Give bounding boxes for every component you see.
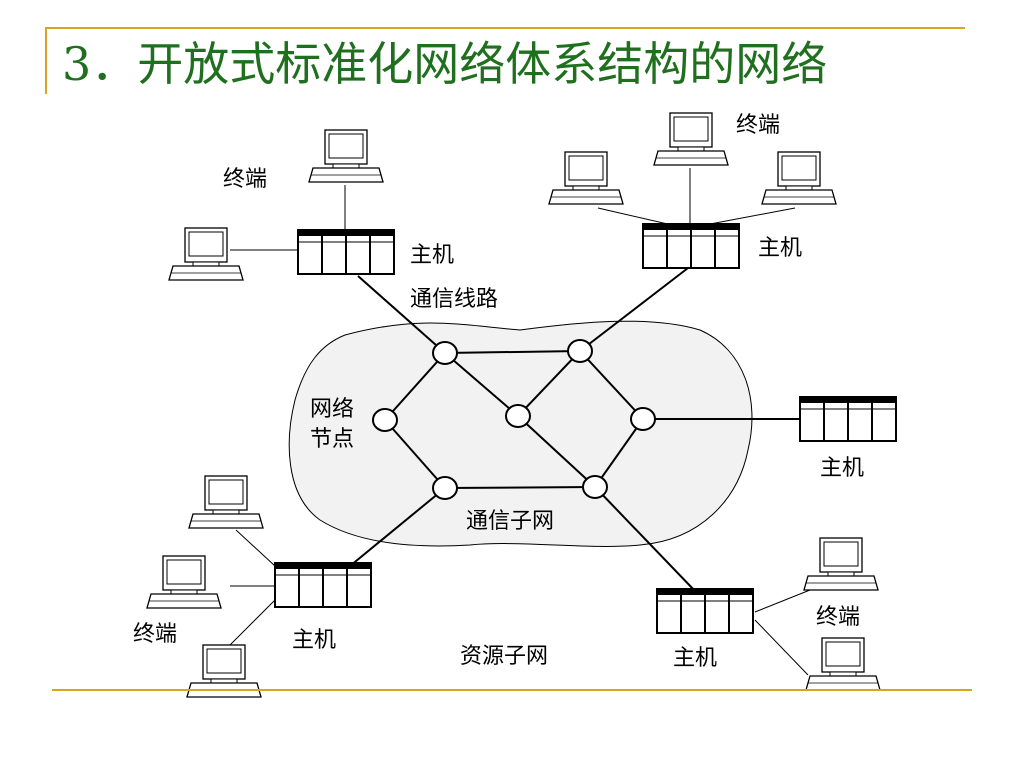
label-host: 主机: [292, 628, 336, 653]
network-node: [567, 339, 593, 363]
label-terminal: 终端: [816, 605, 860, 630]
label-network-node-line2: 节点: [310, 427, 354, 452]
label-resource-subnet: 资源子网: [460, 644, 548, 669]
label-comm-line: 通信线路: [410, 287, 498, 312]
network-node: [505, 404, 531, 428]
computer-terminal-icon: [548, 151, 624, 205]
comm-subnet-cloud: [288, 320, 753, 547]
network-node: [630, 407, 656, 431]
computer-terminal-icon: [761, 151, 837, 205]
title-accent-rule-top: [45, 27, 965, 29]
host-server-icon: [274, 562, 372, 608]
title-accent-bar-left: [45, 28, 47, 94]
network-node: [372, 408, 398, 432]
footer-accent-rule: [52, 689, 972, 691]
host-server-icon: [799, 396, 897, 442]
label-terminal: 终端: [133, 622, 177, 647]
computer-terminal-icon: [168, 227, 244, 281]
label-network-node-line1: 网络: [310, 397, 354, 422]
label-host: 主机: [673, 646, 717, 671]
comm-subnet-links: [384, 350, 644, 489]
host-server-icon: [656, 588, 754, 634]
label-comm-subnet: 通信子网: [466, 509, 554, 534]
network-node: [432, 341, 458, 365]
computer-terminal-icon: [308, 129, 384, 183]
label-host: 主机: [758, 236, 802, 261]
label-host: 主机: [410, 243, 454, 268]
host-server-icon: [642, 223, 740, 269]
slide-title: 3．开放式标准化网络体系结构的网络: [62, 37, 828, 91]
computer-terminal-icon: [653, 112, 729, 166]
label-terminal: 终端: [736, 113, 780, 138]
terminal-links: [229, 168, 811, 676]
computer-terminal-icon: [188, 475, 264, 529]
computer-terminal-icon: [146, 555, 222, 609]
network-node: [582, 475, 608, 499]
host-links: [349, 267, 800, 592]
computer-terminal-icon: [805, 637, 881, 691]
label-host: 主机: [820, 456, 864, 481]
network-nodes: [372, 339, 656, 500]
label-terminal: 终端: [223, 167, 267, 192]
network-node: [432, 476, 458, 500]
computer-terminal-icon: [803, 537, 879, 591]
host-server-icon: [297, 229, 395, 275]
